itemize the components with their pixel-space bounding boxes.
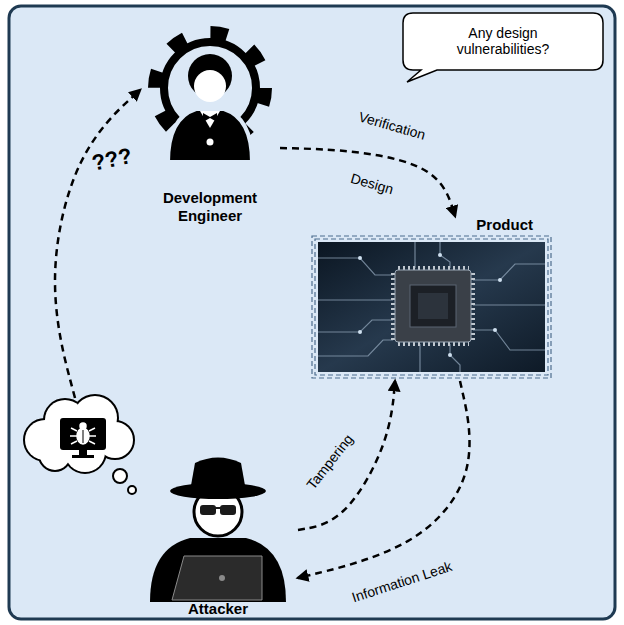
gear-teeth [155,33,265,143]
node-label: Any design vulnerabilities? [433,25,573,59]
chip-die [410,285,456,327]
cloud-fill [25,396,133,472]
engineer-bowtie [203,113,217,122]
edge-label: Tampering [303,431,356,493]
bug-head [80,423,86,429]
engineer-face [194,70,226,102]
dashed-frame [312,236,551,378]
circuit-traces [318,242,545,372]
dashed-connector [298,381,395,530]
trace [318,258,393,275]
laptop [172,556,262,600]
monitor-screen [60,418,106,450]
chip-pins [398,266,469,270]
trace-dot [493,328,497,332]
dashed-connector [298,381,470,578]
trace-dot [448,353,452,357]
trace-dot [438,253,442,257]
thought-dot [128,486,136,494]
laptop-logo [219,575,225,581]
speech-bubble: Any design vulnerabilities? [403,13,603,70]
attacker-body [150,538,286,602]
trace [473,264,545,280]
monitor-stand [79,450,87,455]
chip-pins [391,273,395,340]
hat-brim [170,483,266,499]
trace [473,304,545,305]
trace [318,320,393,332]
dashed-frame [315,239,548,375]
node-label: Product [476,216,533,234]
engineer-button [207,139,214,146]
trace [318,299,393,300]
chip-core [418,293,448,319]
panel-frame [9,6,615,619]
trace [318,340,393,356]
cloud-outline [25,396,133,472]
trace [414,242,415,268]
bug-split [83,430,84,443]
chip-pins [471,273,475,340]
trace-dot [358,330,362,334]
sunglasses-bridge [215,507,221,509]
edge-label: Verification [357,108,427,143]
attacker-icon [150,458,286,603]
annotation-label: Design [349,170,396,198]
thought-cloud [25,396,136,494]
sunglasses [200,505,216,515]
chip-picture [312,236,551,378]
chip-package [395,270,471,342]
trace-dot [358,256,362,260]
engineer-collar [200,111,220,128]
dashed-connector [280,148,455,216]
trace-dot [498,278,502,282]
thought-dot [113,469,127,483]
attacker-figure: Attacker [18,398,298,620]
monitor-base [72,455,94,458]
bug-icon [70,423,96,444]
trace [473,330,545,350]
engineer-body [168,109,252,162]
node-label: Development Engineer [140,189,280,225]
board-background [318,242,545,372]
trace-dots [358,253,502,357]
bubble-outline [403,13,603,82]
bug-body [77,428,89,444]
edge-label: ??? [90,143,135,177]
dashed-connector [55,90,140,398]
product-chip: Product [310,216,555,381]
chip-pins [398,342,469,346]
engineer-icon [155,33,265,162]
trace [450,344,460,372]
bug-legs [70,428,96,444]
sunglasses [220,505,236,515]
node-label: Attacker [158,600,278,618]
engineer-figure: Development Engineer [140,18,280,225]
trace [419,344,420,372]
edge-label: Information Leak [350,558,454,606]
